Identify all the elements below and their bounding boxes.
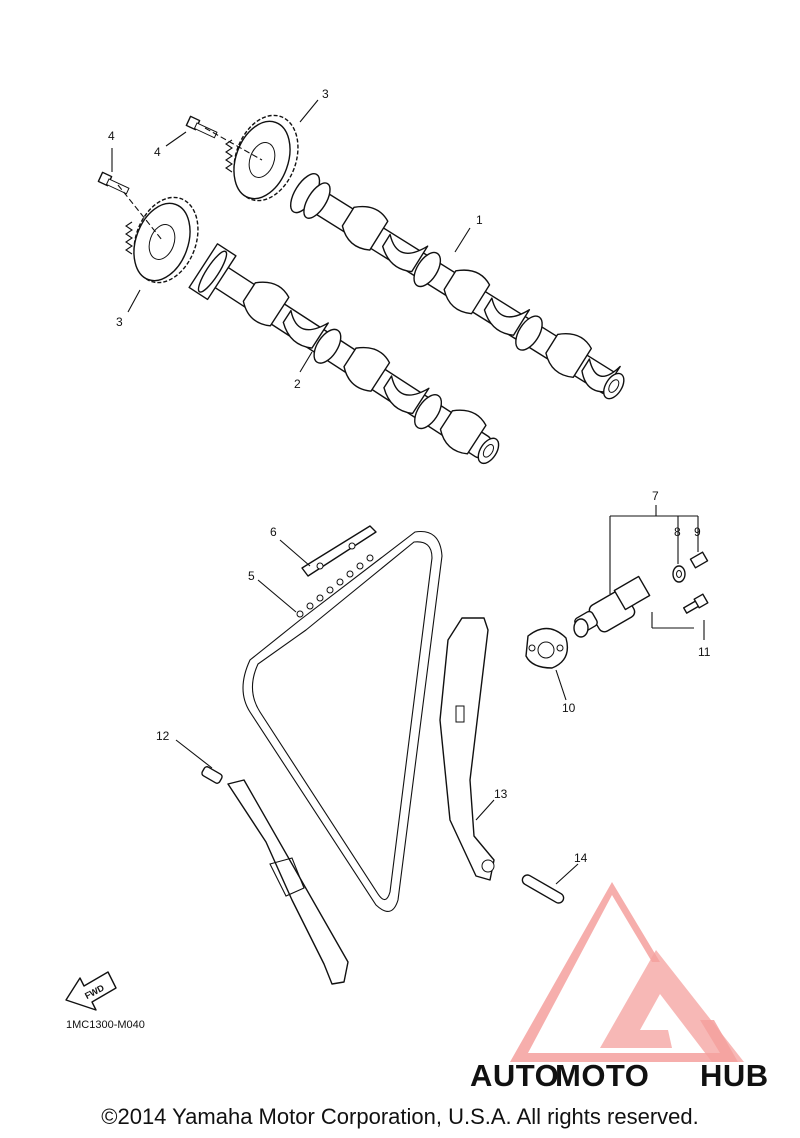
callout-10: 10 xyxy=(562,701,576,715)
chain-guide-intake xyxy=(439,617,495,881)
callout-8: 8 xyxy=(674,525,681,539)
chain-links xyxy=(296,554,374,618)
guide-pin xyxy=(521,874,565,904)
copyright-notice: ©2014 Yamaha Motor Corporation, U.S.A. A… xyxy=(101,1104,699,1129)
tensioner-cap-bolt xyxy=(689,551,709,569)
callout-12: 12 xyxy=(156,729,170,743)
chain-guide-top xyxy=(301,525,377,577)
automotohub-logo: AUTO MOTO HUB xyxy=(470,882,769,1093)
camshaft-2 xyxy=(188,243,500,465)
callout-4-lower: 4 xyxy=(108,129,115,143)
callout-6: 6 xyxy=(270,525,277,539)
callout-1: 1 xyxy=(476,213,483,227)
logo-moto: MOTO xyxy=(555,1058,649,1093)
fwd-arrow-icon: FWD xyxy=(65,971,117,1011)
callout-5: 5 xyxy=(248,569,255,583)
camshaft-1 xyxy=(289,173,625,400)
diagram-code: 1MC1300-M040 xyxy=(66,1019,145,1031)
logo-hub: HUB xyxy=(700,1058,769,1093)
callout-9: 9 xyxy=(694,525,701,539)
leader-lines xyxy=(111,99,705,885)
callout-13: 13 xyxy=(494,787,508,801)
callout-labels: 1 2 3 3 4 4 5 6 7 8 9 10 11 12 13 14 xyxy=(108,87,711,865)
logo-auto: AUTO xyxy=(470,1058,559,1093)
callout-2: 2 xyxy=(294,377,301,391)
callout-3-upper: 3 xyxy=(322,87,329,101)
callout-7: 7 xyxy=(652,489,659,503)
callout-4-upper: 4 xyxy=(154,145,161,159)
callout-3-lower: 3 xyxy=(116,315,123,329)
chain-guide-exhaust xyxy=(201,766,349,985)
callout-11: 11 xyxy=(698,645,711,659)
callout-14: 14 xyxy=(574,851,588,865)
chain-tensioner xyxy=(573,575,651,638)
tensioner-gasket xyxy=(525,627,569,669)
sprocket-bolt-lower xyxy=(97,171,163,241)
cam-sprocket-upper xyxy=(225,114,299,202)
cam-sprocket-lower xyxy=(125,196,199,284)
sprocket-bolt-upper xyxy=(185,115,263,161)
tensioner-bolt xyxy=(683,593,709,614)
timing-chain xyxy=(242,530,443,912)
